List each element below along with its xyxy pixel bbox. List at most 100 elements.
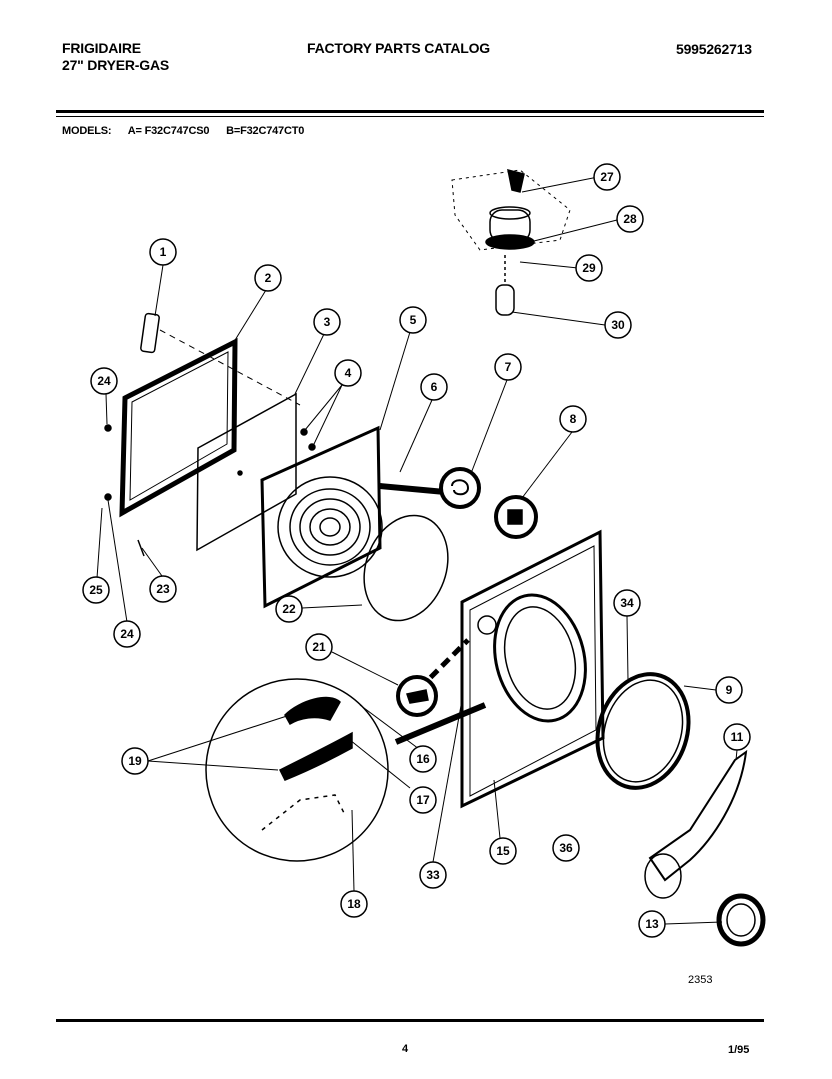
callout-7: 7 (494, 353, 522, 381)
callout-number: 8 (570, 412, 577, 426)
callout-number: 4 (345, 366, 352, 380)
callout-circle (575, 254, 603, 282)
callout-number: 17 (416, 793, 430, 807)
callout-balloons: 1 2 3 4 5 6 7 8 9 11 13 15 16 17 18 19 2… (82, 163, 751, 938)
timer-knob-assembly (451, 168, 571, 316)
lower-right-parts (644, 749, 766, 947)
callout-number: 28 (623, 212, 637, 226)
callout-number: 18 (347, 897, 361, 911)
callout-3: 3 (313, 308, 341, 336)
front-panel (394, 529, 691, 809)
detail-view (205, 678, 389, 862)
callout-33: 33 (419, 861, 447, 889)
catalog-title: FACTORY PARTS CATALOG (307, 40, 490, 56)
callout-24-top: 24 (90, 367, 118, 395)
callout-number: 13 (645, 917, 659, 931)
callout-4: 4 (334, 359, 362, 387)
leader-lines (96, 176, 738, 925)
callout-circle (305, 633, 333, 661)
callout-circle (419, 861, 447, 889)
callout-number: 27 (600, 170, 614, 184)
callout-circle (113, 620, 141, 648)
callout-5: 5 (399, 306, 427, 334)
page-number: 4 (402, 1043, 409, 1055)
callout-circle (552, 834, 580, 862)
figure-number: 2353 (688, 974, 713, 986)
callout-circle (559, 405, 587, 433)
callout-25: 25 (82, 576, 110, 604)
callout-circle (409, 786, 437, 814)
callout-number: 2 (265, 271, 272, 285)
callout-9: 9 (715, 676, 743, 704)
callout-number: 29 (582, 261, 596, 275)
callout-circle (604, 311, 632, 339)
door-assembly (104, 312, 449, 622)
callout-number: 24 (97, 374, 111, 388)
callout-number: 24 (120, 627, 134, 641)
callout-circle (399, 306, 427, 334)
callout-number: 34 (620, 596, 634, 610)
callout-circle (121, 747, 149, 775)
callout-number: 6 (431, 380, 438, 394)
catalog-date: 1/95 (728, 1044, 750, 1056)
callout-circle (613, 589, 641, 617)
callout-circle (149, 575, 177, 603)
callout-circle (638, 910, 666, 938)
callout-number: 33 (426, 868, 440, 882)
callout-number: 30 (611, 318, 625, 332)
callout-1: 1 (149, 238, 177, 266)
callout-6: 6 (420, 373, 448, 401)
callout-number: 36 (559, 841, 573, 855)
callout-15: 15 (489, 837, 517, 865)
callout-circle (494, 353, 522, 381)
callout-8: 8 (559, 405, 587, 433)
callout-number: 19 (128, 754, 142, 768)
product-name: 27" DRYER-GAS (62, 57, 169, 73)
callout-number: 9 (726, 683, 733, 697)
callout-circle (489, 837, 517, 865)
model-b: B=F32C747CT0 (226, 125, 305, 137)
callout-number: 1 (160, 245, 167, 259)
callout-circle (82, 576, 110, 604)
models-line: MODELS: A= F32C747CS0 B=F32C747CT0 (62, 125, 318, 137)
callout-circle (409, 745, 437, 773)
callout-13: 13 (638, 910, 666, 938)
callout-circle (723, 723, 751, 751)
callout-circle (420, 373, 448, 401)
callout-number: 23 (156, 582, 170, 596)
header-rule-thick (56, 110, 764, 113)
callout-19: 19 (121, 747, 149, 775)
callout-number: 22 (282, 602, 296, 616)
callout-number: 15 (496, 844, 510, 858)
callout-18: 18 (340, 890, 368, 918)
callout-number: 3 (324, 315, 331, 329)
callout-21: 21 (305, 633, 333, 661)
callout-29: 29 (575, 254, 603, 282)
catalog-part-number: 5995262713 (676, 41, 752, 57)
callout-28: 28 (616, 205, 644, 233)
callout-number: 21 (312, 640, 326, 654)
callout-16: 16 (409, 745, 437, 773)
models-label: MODELS: (62, 125, 112, 137)
callout-circle (149, 238, 177, 266)
callout-27: 27 (593, 163, 621, 191)
part-detail-balloons (396, 467, 538, 717)
callout-22: 22 (275, 595, 303, 623)
callout-23: 23 (149, 575, 177, 603)
callout-11: 11 (723, 723, 751, 751)
callout-circle (593, 163, 621, 191)
callout-34: 34 (613, 589, 641, 617)
header-rule-thin (56, 116, 764, 117)
callout-circle (334, 359, 362, 387)
callout-number: 5 (410, 313, 417, 327)
callout-2: 2 (254, 264, 282, 292)
callout-circle (616, 205, 644, 233)
callout-circle (90, 367, 118, 395)
callout-24-bottom: 24 (113, 620, 141, 648)
callout-30: 30 (604, 311, 632, 339)
callout-circle (275, 595, 303, 623)
callout-number: 16 (416, 752, 430, 766)
callout-number: 7 (505, 360, 512, 374)
callout-17: 17 (409, 786, 437, 814)
